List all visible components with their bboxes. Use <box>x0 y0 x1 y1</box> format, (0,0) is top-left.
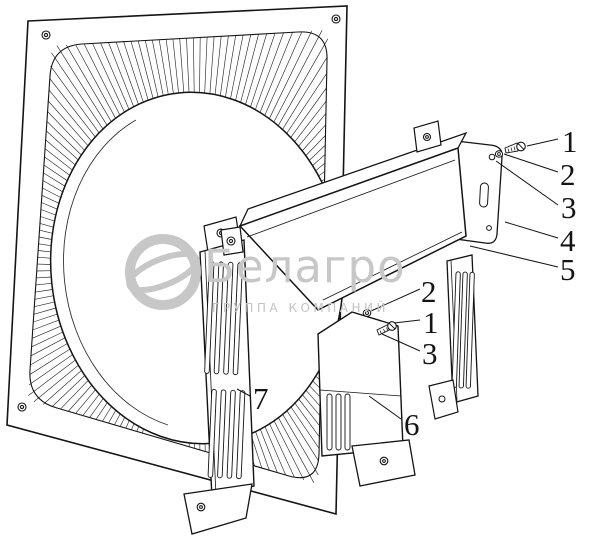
shroud-mounting-holes <box>17 14 341 412</box>
fasteners-middle <box>362 309 397 336</box>
shield-panel-4 <box>220 120 503 311</box>
panel-7-louvers <box>204 261 246 480</box>
panel-7-foot-hole <box>196 502 206 512</box>
shroud-flange <box>29 31 328 479</box>
panel-4-top-tab-hole <box>422 132 432 142</box>
right-bracket-foot-hole <box>438 395 446 403</box>
fasteners-top <box>494 141 526 158</box>
callout-7: 7 <box>253 381 269 416</box>
panel-4-top-tab <box>413 120 442 153</box>
callout-3-right: 3 <box>561 190 577 225</box>
bracket-6-foot <box>351 439 416 487</box>
callout-6: 6 <box>404 407 420 442</box>
flange-slot <box>479 182 489 208</box>
callout-4: 4 <box>560 223 576 258</box>
side-panel-7 <box>183 216 255 535</box>
fan-opening-rim <box>63 119 169 426</box>
support-bracket-right <box>428 254 479 420</box>
callout-1-right: 1 <box>562 124 578 159</box>
callout-3-middle: 3 <box>422 336 438 371</box>
flange-hole-top <box>488 153 496 161</box>
bracket-6-foot-hole <box>379 456 389 466</box>
washer-top-icon <box>494 150 504 158</box>
callout-2-right: 2 <box>560 157 576 192</box>
leader-lines <box>236 138 559 420</box>
callout-1-middle: 1 <box>423 305 439 340</box>
right-bracket-foot <box>428 379 459 420</box>
bracket-flange-5 <box>455 140 503 244</box>
flange-hole-bottom <box>486 225 492 231</box>
washer-middle-icon <box>362 309 372 317</box>
panel-7-foot <box>183 483 253 535</box>
panel-4-left-tab-hole <box>226 236 236 246</box>
callout-2-middle: 2 <box>421 274 437 309</box>
panel-4-face <box>238 146 467 311</box>
bracket-6-louvers <box>326 393 351 451</box>
support-bracket-6 <box>317 311 416 487</box>
callout-5: 5 <box>560 252 576 287</box>
right-bracket-louvers <box>451 271 475 389</box>
